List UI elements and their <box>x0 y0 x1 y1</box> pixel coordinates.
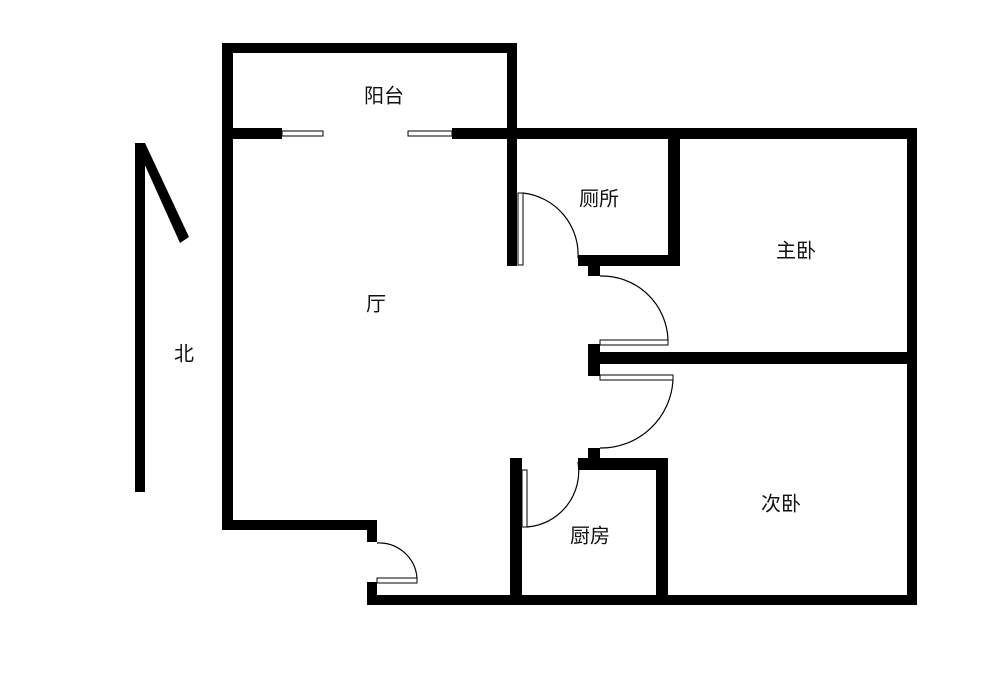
bedroom-divider-wall <box>588 352 917 364</box>
north-arrow-shaft <box>135 143 145 492</box>
balcony-divider-left <box>222 128 282 139</box>
kitchen-left-wall <box>510 458 522 605</box>
kitchen-door-panel <box>521 469 528 528</box>
north-label: 北 <box>174 342 194 366</box>
kitchen-door-swing <box>526 461 580 528</box>
toilet-door-panel <box>517 192 524 266</box>
master-door-panel <box>599 339 669 346</box>
doors <box>281 130 674 584</box>
master-door-swing <box>599 275 669 341</box>
entry-wall-top <box>367 520 377 542</box>
north-arrow <box>135 143 189 492</box>
room-label-kitchen: 厨房 <box>570 524 610 548</box>
walls <box>222 43 917 605</box>
toilet-door-swing <box>522 192 579 259</box>
room-label-second-bedroom: 次卧 <box>761 492 801 516</box>
room-label-toilet: 厕所 <box>579 187 619 211</box>
kitchen-top-wall <box>578 458 668 470</box>
left-wall <box>222 43 233 530</box>
master-door-stub <box>588 255 600 276</box>
right-wall <box>907 128 917 605</box>
entry-door-panel <box>376 577 418 584</box>
toilet-bottom-wall <box>578 255 680 266</box>
balcony-top-wall <box>222 43 517 53</box>
balcony-right-wall <box>507 43 517 266</box>
balcony-sliding-door-left <box>281 130 324 137</box>
room-label-master-bedroom: 主卧 <box>776 239 816 263</box>
second-bedroom-door-panel <box>599 374 674 381</box>
bedroom-divider-stub <box>588 344 600 376</box>
room-label-living: 厅 <box>366 292 386 316</box>
entry-door-swing <box>376 542 418 579</box>
kitchen-right-wall <box>656 458 668 605</box>
entry-wall-bottom <box>367 582 377 605</box>
bottom-wall <box>367 595 917 605</box>
top-right-wall <box>452 128 917 139</box>
balcony-sliding-door-right <box>407 130 453 137</box>
living-bottom-left-wall <box>222 520 377 530</box>
second-door-stub <box>588 448 600 462</box>
room-label-balcony: 阳台 <box>364 84 404 108</box>
north-arrow-head <box>135 143 189 243</box>
toilet-right-wall <box>668 128 680 266</box>
second-bedroom-door-swing <box>599 379 674 449</box>
